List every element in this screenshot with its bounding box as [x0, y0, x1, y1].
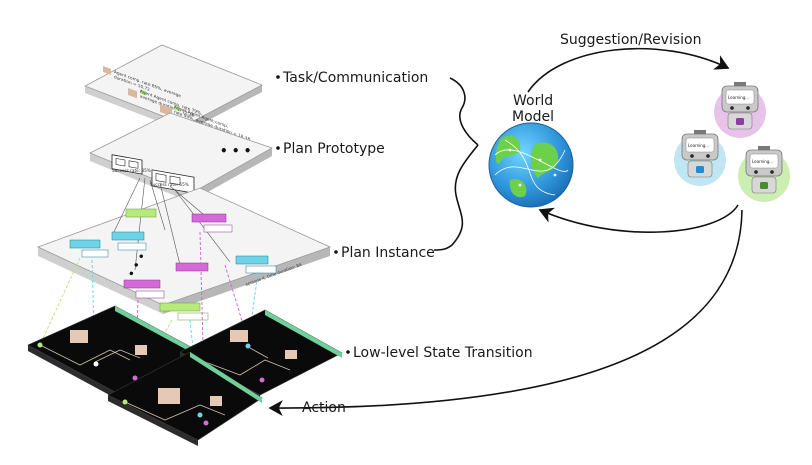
- robot-top-screen: Learning...: [728, 95, 749, 100]
- instance-magenta-nodes: [123, 213, 233, 299]
- board-left-pad-1: [70, 330, 88, 343]
- board-bottom-pad-1: [158, 388, 180, 404]
- board-bottom-pad-2: [210, 396, 222, 406]
- instance-cyan-nodes: [69, 231, 277, 274]
- layer-labels: Task/Communication Plan Prototype Plan I…: [276, 70, 533, 361]
- world-model-label-2: Model: [512, 109, 554, 125]
- board-right-edge: [265, 310, 342, 358]
- world-model: World Model: [488, 93, 574, 208]
- board-bottom-edge: [190, 352, 262, 403]
- label-action: Action: [302, 400, 346, 416]
- board-bottom: [107, 351, 263, 446]
- suggestion-arrow: [527, 47, 730, 93]
- board-right-pad-2: [285, 350, 297, 359]
- robot-left-screen: Learning...: [688, 143, 709, 148]
- prototype-diagram-2: Success rate: 55%: [150, 169, 195, 194]
- robot-right: Learning...: [738, 146, 790, 202]
- label-instance: Plan Instance: [341, 245, 435, 261]
- brace-connector: [433, 77, 479, 251]
- robot-right-screen: Learning...: [752, 159, 773, 164]
- prototype-plane: Success rate: 85% Success rate: 55% • • …: [89, 112, 273, 202]
- prototype-diagram-1: Success rate: 85%: [111, 154, 151, 175]
- label-suggestion: Suggestion/Revision: [560, 32, 701, 48]
- globe-icon: [488, 122, 574, 208]
- label-task: Task/Communication: [282, 70, 428, 86]
- robot-top: Learning...: [714, 82, 766, 138]
- prototype-success-1: Success rate: 85%: [112, 168, 151, 173]
- robot-left: Learning...: [674, 130, 726, 186]
- label-lowlevel: Low-level State Transition: [353, 345, 533, 361]
- prototype-success-2: Success rate: 55%: [150, 182, 189, 187]
- board-left-edge: [115, 306, 200, 357]
- action-arrow: [268, 209, 743, 417]
- board-right-pad-1: [230, 330, 248, 342]
- prototype-ellipsis: • • •: [220, 144, 251, 158]
- instance-plane: • • • episode 4, time duration: 84: [36, 177, 332, 321]
- world-model-label-1: World: [513, 93, 553, 109]
- instance-lime-nodes: [125, 208, 209, 321]
- feedback-arrow: [538, 204, 739, 233]
- label-prototype: Plan Prototype: [283, 141, 385, 157]
- board-left-pad-2: [135, 345, 147, 355]
